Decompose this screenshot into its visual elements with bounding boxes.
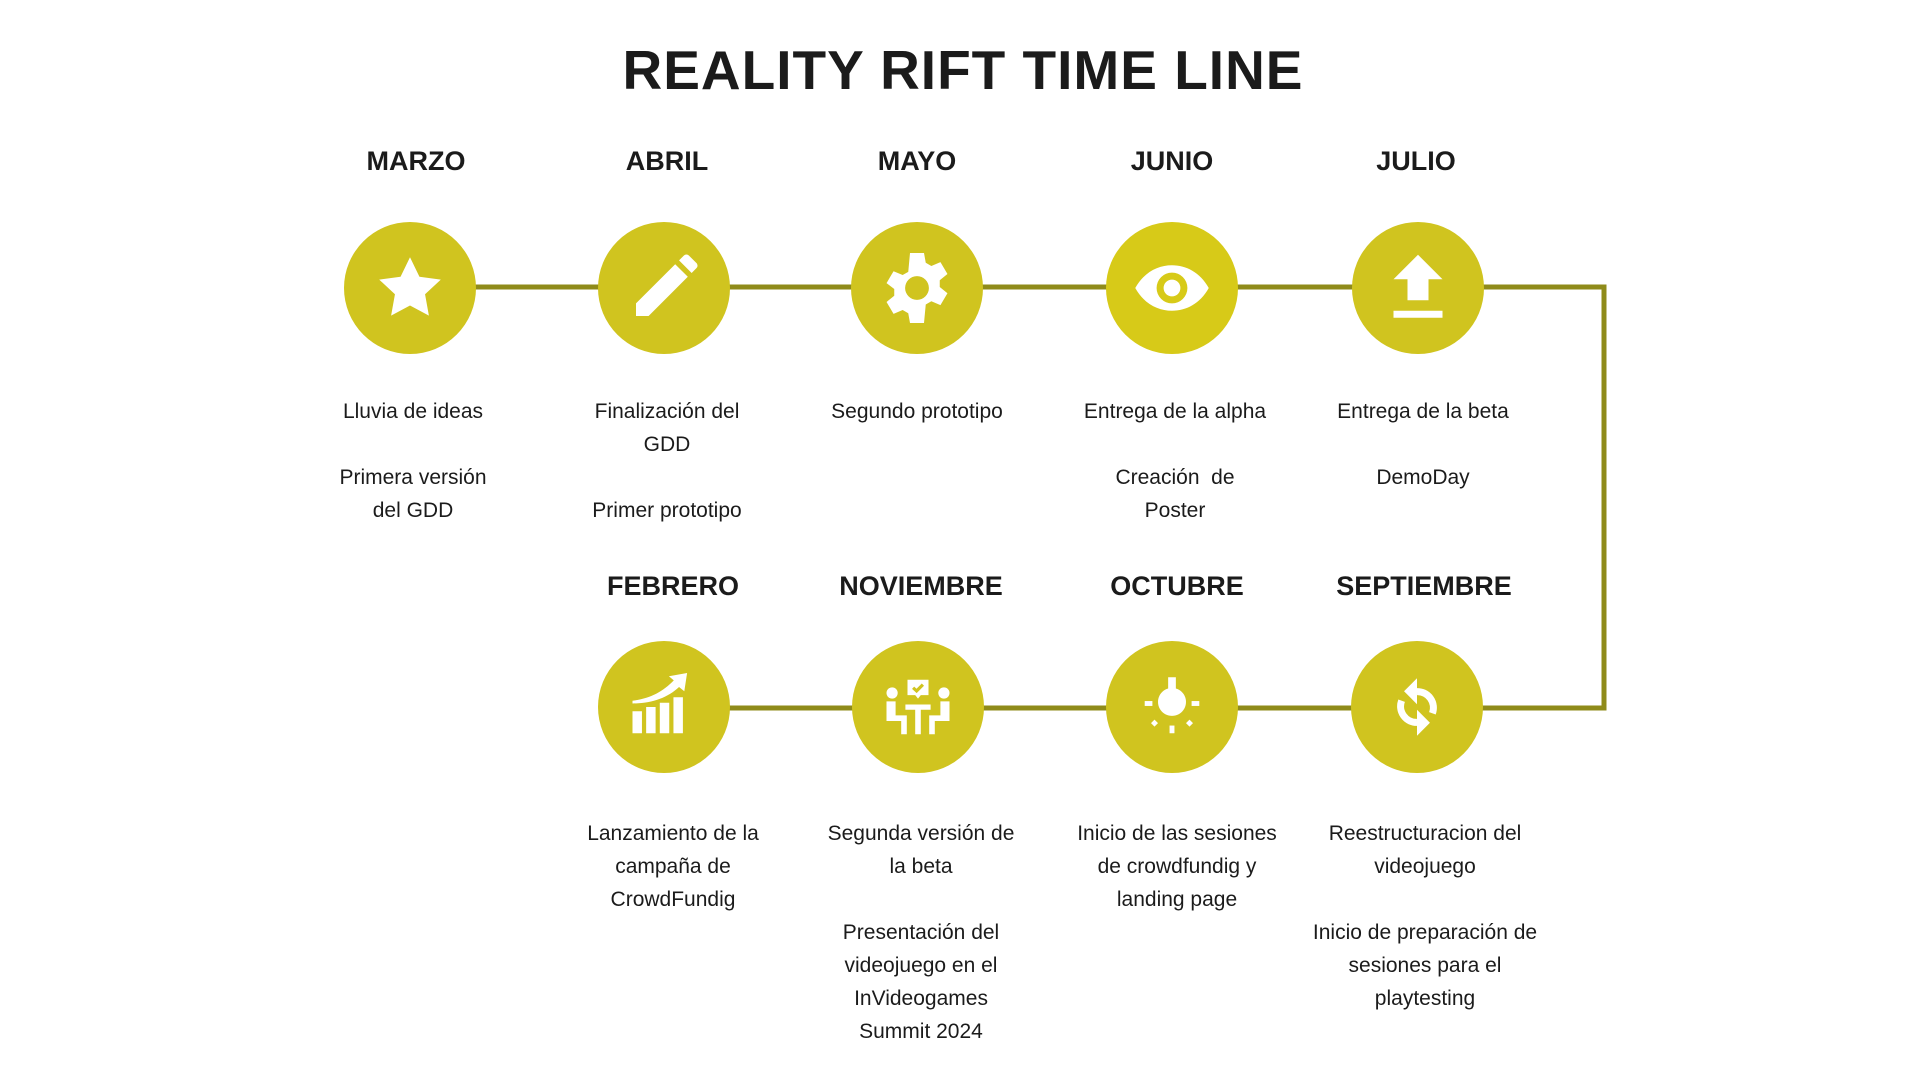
milestone-description-febrero: Lanzamiento de la campaña de CrowdFundig xyxy=(543,817,803,916)
description-line: del GDD xyxy=(372,499,454,522)
description-line: Primera versión xyxy=(339,466,487,489)
upload-icon xyxy=(1393,254,1443,318)
description-line: Inicio de preparación de xyxy=(1312,921,1538,944)
description-line: Summit 2024 xyxy=(859,1020,983,1043)
milestone-marzo xyxy=(344,222,476,354)
description-line: DemoDay xyxy=(1376,466,1470,489)
milestone-noviembre xyxy=(852,641,984,773)
description-line: Entrega de la beta xyxy=(1337,400,1509,423)
milestone-description-julio: Entrega de la beta DemoDay xyxy=(1293,395,1553,494)
description-line: CrowdFundig xyxy=(610,888,736,911)
month-label-junio: JUNIO xyxy=(1130,146,1214,176)
lightbulb-icon xyxy=(1144,677,1200,734)
description-line: landing page xyxy=(1116,888,1238,911)
description-line: Segundo prototipo xyxy=(831,400,1003,423)
month-label-septiembre: SEPTIEMBRE xyxy=(1336,571,1512,601)
milestone-description-junio: Entrega de la alpha Creación de Poster xyxy=(1045,395,1305,527)
milestone-description-marzo: Lluvia de ideas Primera versión del GDD xyxy=(283,395,543,527)
description-line: campaña de xyxy=(615,855,731,878)
description-line: Primer prototipo xyxy=(592,499,742,522)
description-line: Finalización del xyxy=(594,400,740,423)
milestone-octubre xyxy=(1106,641,1238,773)
milestone-abril xyxy=(598,222,730,354)
description-line: InVideogames xyxy=(854,987,988,1010)
description-line: Inicio de las sesiones xyxy=(1077,822,1277,845)
month-label-octubre: OCTUBRE xyxy=(1110,571,1244,601)
description-line: videojuego xyxy=(1374,855,1476,878)
description-line: Poster xyxy=(1144,499,1206,522)
description-line: Entrega de la alpha xyxy=(1083,400,1267,423)
meeting-icon xyxy=(886,679,950,735)
description-line: Presentación del xyxy=(842,921,1000,944)
description-line: de crowdfundig y xyxy=(1097,855,1257,878)
milestone-description-mayo: Segundo prototipo xyxy=(787,395,1047,428)
milestone-description-noviembre: Segunda versión de la beta Presentación … xyxy=(791,817,1051,1048)
description-line: Lanzamiento de la xyxy=(587,822,759,845)
month-label-mayo: MAYO xyxy=(877,146,957,176)
description-line: Segunda versión de xyxy=(827,822,1015,845)
description-line: la beta xyxy=(889,855,953,878)
milestone-julio xyxy=(1352,222,1484,354)
milestone-junio xyxy=(1106,222,1238,354)
milestone-septiembre xyxy=(1351,641,1483,773)
milestone-description-abril: Finalización del GDD Primer prototipo xyxy=(537,395,797,527)
gear-icon xyxy=(886,253,948,323)
refresh-icon xyxy=(1397,678,1437,736)
month-label-noviembre: NOVIEMBRE xyxy=(839,571,1003,601)
description-line: playtesting xyxy=(1374,987,1476,1010)
month-label-marzo: MARZO xyxy=(366,146,466,176)
page-title: REALITY RIFT TIME LINE xyxy=(622,39,1304,101)
description-line: Lluvia de ideas xyxy=(342,400,484,423)
description-line: Creación de xyxy=(1115,466,1235,489)
month-label-febrero: FEBRERO xyxy=(606,571,739,601)
star-icon xyxy=(379,257,441,316)
description-line: videojuego en el xyxy=(844,954,998,977)
pencil-icon xyxy=(636,254,698,316)
milestone-febrero xyxy=(598,641,730,773)
month-label-abril: ABRIL xyxy=(625,146,709,176)
milestone-description-septiembre: Reestructuracion del videojuego Inicio d… xyxy=(1280,817,1570,1015)
eye-icon xyxy=(1135,265,1209,311)
description-line: Reestructuracion del xyxy=(1328,822,1522,845)
milestone-mayo xyxy=(851,222,983,354)
milestone-description-octubre: Inicio de las sesiones de crowdfundig y … xyxy=(1047,817,1307,916)
description-line: GDD xyxy=(643,433,691,456)
description-line: sesiones para el xyxy=(1348,954,1502,977)
growth-chart-icon xyxy=(632,673,688,734)
month-label-julio: JULIO xyxy=(1376,146,1456,176)
